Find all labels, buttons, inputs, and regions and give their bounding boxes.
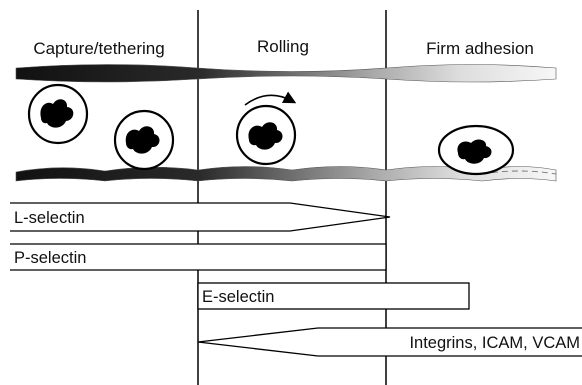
- integrins-label: Integrins, ICAM, VCAM: [409, 334, 580, 352]
- leukocyte-free-2: [113, 109, 175, 171]
- p-selectin-bar: P-selectin: [10, 243, 387, 271]
- vessel-wall-bottom: [15, 166, 557, 182]
- integrins-bar: Integrins, ICAM, VCAM: [197, 327, 582, 357]
- leukocyte-free-1: [27, 83, 89, 145]
- stage-label-firm-adhesion: Firm adhesion: [426, 39, 534, 58]
- stage-label-rolling: Rolling: [257, 37, 309, 56]
- leukocyte-rolling: [235, 104, 297, 166]
- leukocyte-adherent: [437, 124, 515, 176]
- l-selectin-label: L-selectin: [14, 209, 85, 227]
- stage-label-capture: Capture/tethering: [33, 39, 164, 58]
- e-selectin-bar: E-selectin: [197, 282, 470, 310]
- l-selectin-bar: L-selectin: [10, 202, 391, 232]
- p-selectin-label: P-selectin: [14, 249, 86, 267]
- vessel-wall-top: [15, 64, 557, 83]
- e-selectin-label: E-selectin: [202, 288, 274, 306]
- rolling-arrow: [244, 91, 297, 106]
